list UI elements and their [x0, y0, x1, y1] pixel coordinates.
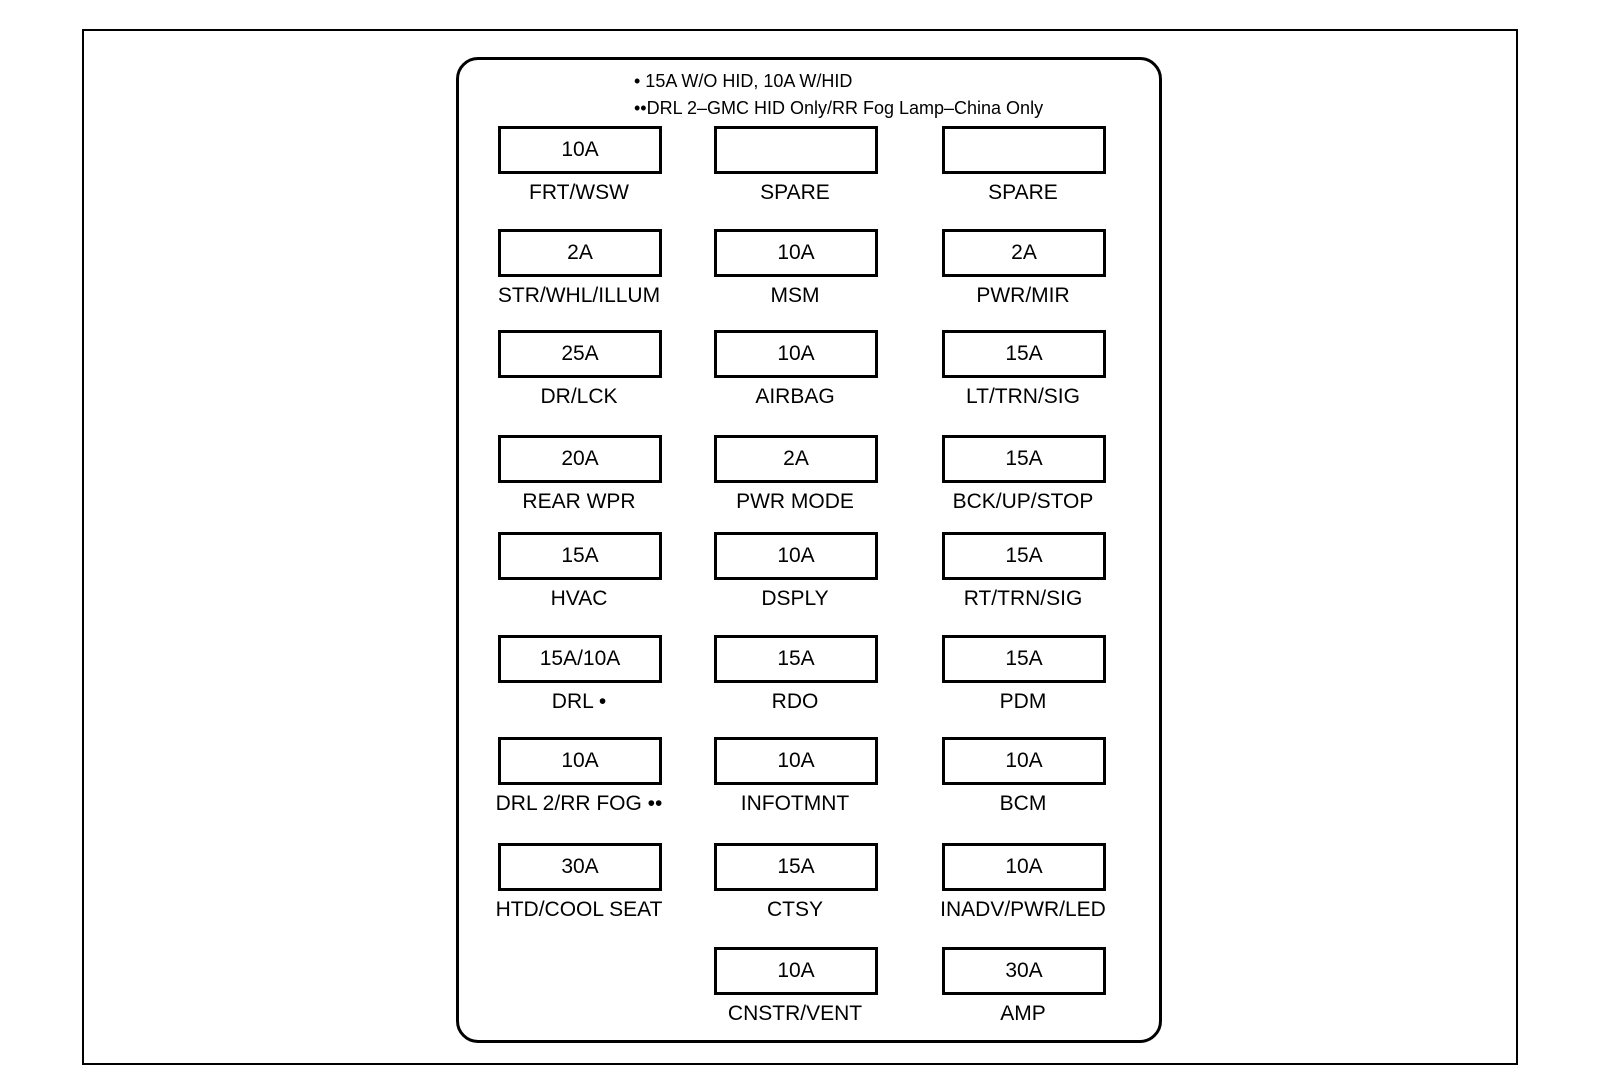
fuse-label: HVAC — [550, 587, 608, 610]
fuse-cell: 10A AIRBAG — [675, 330, 915, 430]
fuse-panel — [456, 57, 1162, 1043]
fuse-cell: 15A BCK/UP/STOP — [903, 435, 1143, 535]
fuse-cell: 15A PDM — [903, 635, 1143, 735]
fuse-cell: 2A STR/WHL/ILLUM — [459, 229, 699, 329]
fuse-label: AMP — [1000, 1002, 1046, 1025]
fuse-label: INADV/PWR/LED — [940, 898, 1106, 921]
fuse-label: INFOTMNT — [740, 792, 850, 815]
fuse-rating-box: 15A — [714, 635, 878, 683]
fuse-label: FRT/WSW — [529, 181, 629, 204]
fuse-label: REAR WPR — [522, 490, 636, 513]
fuse-cell: 10A MSM — [675, 229, 915, 329]
fuse-rating-box: 30A — [942, 947, 1106, 995]
fuse-label: DRL 2/RR FOG •• — [495, 792, 663, 815]
fuse-label: RT/TRN/SIG — [963, 587, 1083, 610]
fuse-rating-box: 15A — [714, 843, 878, 891]
fuse-cell: 15A RDO — [675, 635, 915, 735]
fuse-rating-box: 2A — [714, 435, 878, 483]
fuse-rating-box: 10A — [942, 843, 1106, 891]
fuse-cell: 10A CNSTR/VENT — [675, 947, 915, 1047]
fuse-label: PWR MODE — [736, 490, 854, 513]
fuse-cell: 15A RT/TRN/SIG — [903, 532, 1143, 632]
fuse-cell: 25A DR/LCK — [459, 330, 699, 430]
fuse-cell: 10A DRL 2/RR FOG •• — [459, 737, 699, 837]
fuse-label: AIRBAG — [755, 385, 835, 408]
fuse-rating-box: 15A — [942, 435, 1106, 483]
fuse-cell: 15A/10A DRL • — [459, 635, 699, 735]
fuse-label: STR/WHL/ILLUM — [497, 284, 661, 307]
fuse-cell: 15A CTSY — [675, 843, 915, 943]
fuse-cell: 30A AMP — [903, 947, 1143, 1047]
fuse-label: BCM — [999, 792, 1047, 815]
fuse-label: LT/TRN/SIG — [966, 385, 1080, 408]
fuse-cell: 30A HTD/COOL SEAT — [459, 843, 699, 943]
fuse-rating-box: 20A — [498, 435, 662, 483]
fuse-label: DR/LCK — [540, 385, 618, 408]
fuse-rating-box: 2A — [942, 229, 1106, 277]
fuse-label: DSPLY — [761, 587, 829, 610]
footnotes: • 15A W/O HID, 10A W/HID ••DRL 2–GMC HID… — [634, 68, 1043, 122]
fuse-rating-box: 10A — [714, 229, 878, 277]
fuse-cell: 10A BCM — [903, 737, 1143, 837]
fuse-label: BCK/UP/STOP — [952, 490, 1094, 513]
fuse-label: CTSY — [766, 898, 823, 921]
fuse-label: CNSTR/VENT — [727, 1002, 863, 1025]
fuse-cell: 2A PWR/MIR — [903, 229, 1143, 329]
fuse-rating-box: 30A — [498, 843, 662, 891]
footnote-1: • 15A W/O HID, 10A W/HID — [634, 71, 853, 91]
fuse-rating-box: 15A — [498, 532, 662, 580]
fuse-rating-box: 25A — [498, 330, 662, 378]
fuse-cell: 10A INFOTMNT — [675, 737, 915, 837]
outer-frame — [82, 29, 1518, 1065]
fuse-label: SPARE — [988, 181, 1058, 204]
fuse-rating-box: 15A — [942, 532, 1106, 580]
footnote-2: ••DRL 2–GMC HID Only/RR Fog Lamp–China O… — [634, 98, 1044, 118]
fuse-cell: 2A PWR MODE — [675, 435, 915, 535]
fuse-rating-box — [942, 126, 1106, 174]
fuse-label: MSM — [770, 284, 820, 307]
fuse-rating-box: 2A — [498, 229, 662, 277]
fuse-cell: 10A INADV/PWR/LED — [903, 843, 1143, 943]
fuse-label: PWR/MIR — [976, 284, 1070, 307]
fuse-cell: 10A FRT/WSW — [459, 126, 699, 226]
fuse-rating-box: 10A — [714, 532, 878, 580]
fuse-cell: SPARE — [903, 126, 1143, 226]
fuse-label: PDM — [999, 690, 1047, 713]
fuse-rating-box: 15A — [942, 330, 1106, 378]
fuse-label: HTD/COOL SEAT — [495, 898, 663, 921]
fuse-rating-box: 10A — [498, 126, 662, 174]
fuse-cell: 15A LT/TRN/SIG — [903, 330, 1143, 430]
fuse-cell: 10A DSPLY — [675, 532, 915, 632]
fuse-cell: 20A REAR WPR — [459, 435, 699, 535]
fuse-rating-box — [714, 126, 878, 174]
fuse-rating-box: 15A/10A — [498, 635, 662, 683]
fuse-rating-box: 10A — [942, 737, 1106, 785]
fuse-rating-box: 15A — [942, 635, 1106, 683]
fuse-label: DRL • — [551, 690, 607, 713]
fuse-rating-box: 10A — [498, 737, 662, 785]
fuse-rating-box: 10A — [714, 947, 878, 995]
fuse-rating-box: 10A — [714, 330, 878, 378]
fuse-cell: 15A HVAC — [459, 532, 699, 632]
fuse-label: RDO — [771, 690, 819, 713]
fuse-cell: SPARE — [675, 126, 915, 226]
fuse-label: SPARE — [760, 181, 830, 204]
fuse-rating-box: 10A — [714, 737, 878, 785]
